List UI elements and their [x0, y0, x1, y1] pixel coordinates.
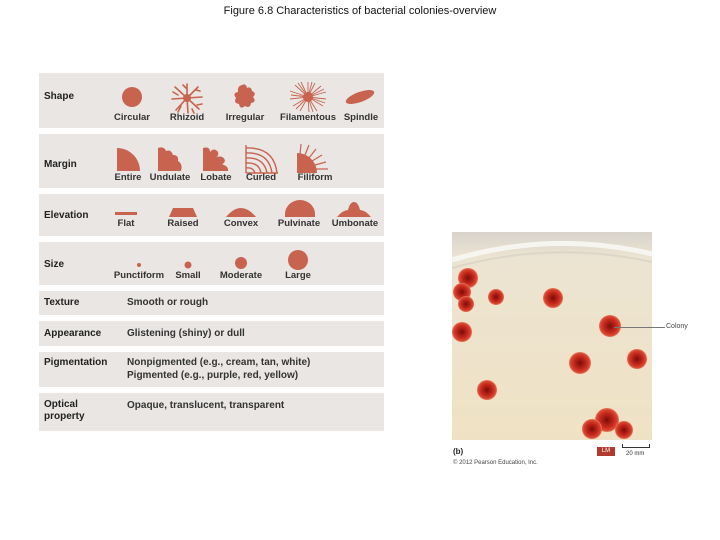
copyright-notice: © 2012 Pearson Education, Inc.	[453, 460, 538, 466]
umbonate-elevation-icon	[337, 202, 371, 217]
figure-title: Figure 6.8 Characteristics of bacterial …	[223, 5, 497, 17]
colony-characteristics-chart: Shape Circular Rhizoid Irregular Filamen…	[39, 73, 384, 431]
scale-bar	[622, 444, 650, 448]
texture-label: Texture	[44, 297, 80, 308]
irregular-shape-icon	[234, 84, 255, 108]
shape-band	[39, 73, 384, 128]
shape-item-label: Spindle	[343, 112, 379, 123]
elevation-item-label: Pulvinate	[277, 218, 321, 229]
optical-description: Opaque, translucent, transparent	[127, 400, 285, 411]
moderate-size-icon	[235, 257, 247, 269]
spindle-shape-icon	[345, 90, 375, 104]
large-size-icon	[288, 250, 308, 270]
pulvinate-elevation-icon	[285, 200, 315, 217]
filamentous-shape-icon	[289, 81, 327, 113]
colony-callout-line	[614, 327, 665, 328]
undulate-margin-icon	[158, 147, 182, 171]
small-size-icon	[184, 261, 192, 269]
size-band	[39, 242, 384, 285]
shape-item-label: Filamentous	[280, 112, 336, 123]
colony-callout-label: Colony	[666, 323, 688, 330]
optical-band	[39, 393, 384, 431]
optical-label: property	[44, 411, 85, 422]
margin-item-label: Undulate	[149, 172, 191, 183]
elevation-band	[39, 194, 384, 236]
agar-plate-photo	[452, 232, 652, 440]
texture-description: Smooth or rough	[127, 297, 209, 308]
appearance-description: Glistening (shiny) or dull	[127, 328, 245, 339]
shape-item-label: Circular	[114, 112, 150, 123]
part-label: (b)	[453, 447, 464, 456]
size-label: Size	[44, 259, 65, 270]
filiform-margin-icon	[297, 143, 328, 173]
elevation-item-label: Raised	[167, 218, 199, 229]
elevation-item-label: Umbonate	[331, 218, 379, 229]
pigmentation-description-nonpigmented: Nonpigmented (e.g., cream, tan, white)	[127, 357, 311, 368]
pigmentation-label: Pigmentation	[44, 357, 108, 368]
shape-item-label: Rhizoid	[169, 112, 205, 123]
punctiform-size-icon	[137, 263, 141, 267]
texture-band	[39, 291, 384, 315]
margin-item-label: Entire	[114, 172, 142, 183]
elevation-label: Elevation	[44, 210, 89, 221]
size-item-label: Punctiform	[113, 270, 165, 281]
pigmentation-band	[39, 352, 384, 387]
margin-item-label: Lobate	[200, 172, 232, 183]
circular-shape-icon	[122, 87, 142, 107]
shape-item-label: Irregular	[225, 112, 265, 123]
elevation-item-label: Flat	[117, 218, 135, 229]
rhizoid-shape-icon	[171, 83, 203, 114]
flat-elevation-icon	[115, 212, 137, 215]
convex-elevation-icon	[226, 208, 256, 217]
margin-item-label: Curled	[245, 172, 277, 183]
size-item-label: Large	[285, 270, 311, 281]
size-item-label: Small	[175, 270, 201, 281]
margin-item-label: Filiform	[297, 172, 333, 183]
scale-bar-label: 20 mm	[626, 451, 645, 457]
raised-elevation-icon	[169, 208, 197, 217]
pigmentation-description-pigmented: Pigmented (e.g., purple, red, yellow)	[127, 370, 299, 381]
size-item-label: Moderate	[219, 270, 263, 281]
lobate-margin-icon	[203, 147, 229, 171]
appearance-band	[39, 321, 384, 346]
shape-label: Shape	[44, 91, 75, 102]
appearance-label: Appearance	[44, 328, 102, 339]
margin-label: Margin	[44, 159, 77, 170]
lm-badge: LM	[597, 447, 615, 456]
entire-margin-icon	[117, 148, 140, 171]
elevation-item-label: Convex	[223, 218, 259, 229]
curled-margin-icon	[245, 145, 278, 174]
optical-label: Optical	[44, 399, 78, 410]
